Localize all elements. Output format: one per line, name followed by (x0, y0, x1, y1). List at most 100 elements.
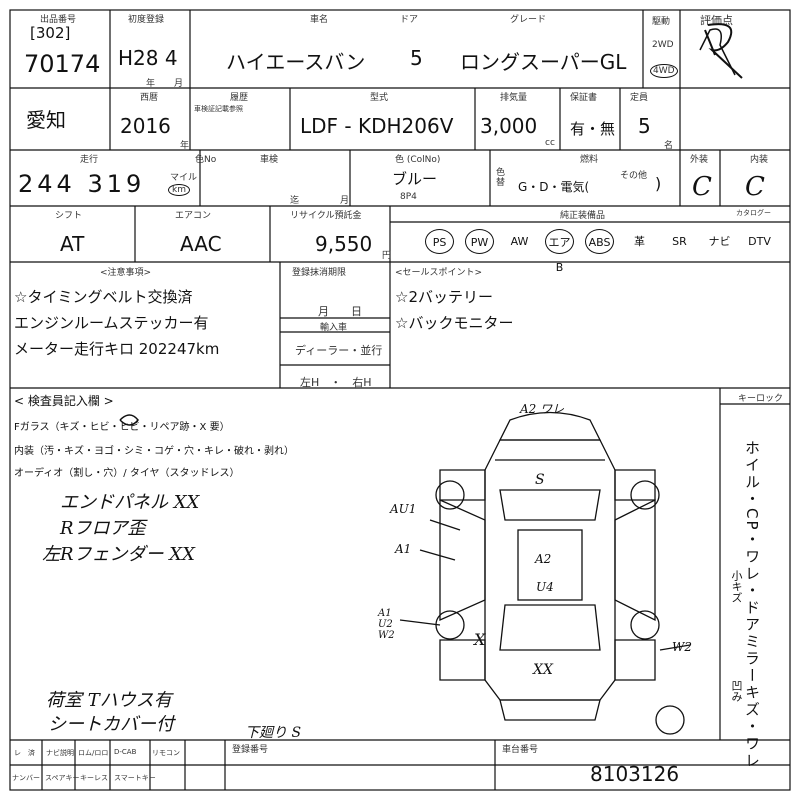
interior: C (745, 172, 765, 202)
contract-label: 登録番号 (232, 745, 269, 755)
import-label: 輸入車 (320, 323, 348, 333)
footer-top-4: D-CAB (114, 748, 137, 756)
handle: 左H ・ 右H (300, 376, 372, 389)
sales-line-2: ☆バックモニター (395, 314, 514, 332)
sales-line-1: ☆2バッテリー (395, 288, 493, 306)
right-sub-2: 凹み (730, 680, 743, 702)
drive-4wd: 4WD (650, 64, 678, 78)
hw-note-3: 左Rフェンダー XX (42, 544, 195, 565)
catalog-label: カタログー (736, 209, 771, 217)
displacement-unit: cc (545, 138, 555, 148)
notice-line-1: ☆タイミングベルト交換済 (14, 288, 193, 306)
color-change-label: 色替 (496, 168, 506, 188)
ac: AAC (180, 232, 222, 256)
color-code-label: 色No (195, 155, 217, 165)
inspection-line-2: 内装（汚・キズ・ヨゴ・シミ・コゲ・穴・キレ・破れ・剥れ） (14, 446, 294, 457)
history-label: 履歴 (230, 93, 249, 103)
equipment-item: PS (425, 229, 454, 254)
footer-bottom-1: ナンバー (12, 774, 40, 782)
hw-bottom-2: シートカバー付 (48, 714, 174, 735)
footer-bottom-2: スペアキー (45, 774, 80, 782)
grade-label: グレード (510, 15, 547, 25)
year: 2016 (120, 114, 171, 138)
fuel-label: 燃料 (580, 155, 599, 165)
reg-expiry-label: 登録抹消期限 (292, 268, 347, 278)
reg-label: 車台番号 (502, 745, 539, 755)
mileage-label: 走行 (80, 155, 99, 165)
notice-line-2: エンジンルームステッカー有 (14, 314, 209, 332)
equipment-item: AW (510, 235, 529, 248)
year-unit: 年 (146, 79, 156, 89)
drive-label: 駆動 (652, 17, 671, 27)
equipment-item: SR (672, 235, 687, 248)
lot-number: 70174 (24, 50, 101, 78)
drive-2wd: 2WD (652, 40, 674, 50)
mark-u4: U4 (536, 580, 554, 594)
import-dealer: ディーラー・並行 (295, 344, 383, 357)
hw-note-1: エンドパネル XX (60, 492, 200, 513)
history-sub: 車検証記載参照 (194, 105, 243, 113)
check-month-unit: 月 (340, 196, 350, 206)
right-vertical-text: ホイル・CP・ワレ・ドアミラーキズ・ワレ (743, 440, 761, 770)
lot-site: [302] (30, 24, 71, 42)
door-count: 5 (410, 46, 423, 70)
month-unit: 月 (174, 79, 184, 89)
reg-number: 8103126 (590, 762, 680, 786)
car-diagram (399, 411, 691, 735)
notice-line-3: メーター走行キロ 202247km (14, 340, 220, 358)
fuel: G・D・電気( (518, 180, 590, 194)
seats-unit: 名 (664, 141, 674, 151)
footer-top-2: ナビ説明 (46, 749, 74, 757)
equipment-label: 純正装備品 (560, 211, 606, 221)
yen-label: 円 (382, 251, 392, 261)
mileage-unit: マイル (170, 173, 198, 183)
model: LDF - KDH206V (300, 114, 454, 138)
car-name: ハイエースバン (226, 50, 366, 74)
mark-a2: A2 (535, 552, 552, 566)
year-unit-2: 年 (180, 141, 190, 151)
equipment-item: 革 (634, 235, 645, 248)
mark-s: S (535, 472, 545, 488)
notice-label: <注意事項> (100, 268, 152, 278)
seats: 5 (638, 114, 651, 138)
equipment-item: DTV (748, 235, 771, 248)
color-label: 色 (ColNo) (395, 155, 441, 165)
signature: 下廻り S (245, 725, 302, 741)
recycle: 9,550 (315, 232, 373, 256)
reg-expiry-date: 月 日 (318, 305, 362, 318)
fuel-close: ) (655, 174, 662, 193)
color-no: 8P4 (400, 192, 417, 202)
mark-xx: XX (533, 662, 553, 678)
hw-note-2: Rフロア歪 (60, 518, 146, 539)
shift: AT (60, 232, 85, 256)
first-reg-label: 初度登録 (128, 15, 165, 25)
hw-bottom-1: 荷室 Tハウス有 (46, 690, 172, 711)
equipment-item: PW (465, 229, 494, 254)
mark-a2-crack: A2 ワレ (520, 402, 565, 416)
mark-x: X (474, 630, 486, 649)
exterior: C (692, 172, 712, 202)
interior-label: 内装 (750, 155, 769, 165)
region: 愛知 (26, 108, 66, 132)
handwritten-strokes (119, 28, 736, 426)
mileage: 244 319 (18, 170, 146, 198)
equipment-item: ABS (585, 229, 614, 254)
footer-top-5: リモコン (152, 749, 180, 757)
mark-au1: AU1 (390, 502, 417, 516)
warranty-label: 保証書 (570, 93, 598, 103)
inspection-line-1: Fガラス（キズ・ヒビ・ヒビ・リペア跡・X 要） (14, 422, 230, 433)
car-name-label: 車名 (310, 15, 329, 25)
shift-label: シフト (55, 211, 83, 221)
km-badge: km (168, 184, 190, 196)
color: ブルー (392, 170, 438, 188)
displacement-label: 排気量 (500, 93, 528, 103)
lot-label: 出品番号 (40, 15, 77, 25)
footer-bottom-4: スマートキー (114, 774, 156, 782)
mark-a1-u2-w2: A1 U2 W2 (378, 608, 395, 641)
vehicle-check-label: 車検 (260, 155, 279, 165)
right-sub: 小キズ (730, 570, 743, 603)
seats-label: 定員 (630, 93, 649, 103)
